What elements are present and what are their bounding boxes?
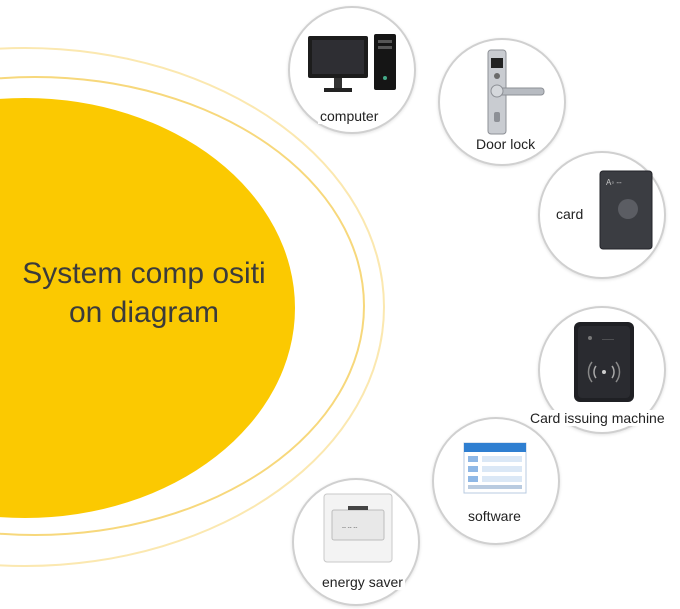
door-lock-icon (487, 49, 545, 135)
diagram-title: System comp osition diagram (22, 257, 266, 329)
software-icon (463, 442, 527, 494)
label-computer: computer (318, 108, 381, 124)
label-card-issuing-machine: Card issuing machine (528, 410, 667, 426)
card-icon: A◦ -- (599, 170, 653, 250)
card-reader-icon: ------ (574, 322, 634, 402)
label-software: software (466, 508, 523, 524)
label-door-lock: Door lock (474, 136, 538, 152)
node-card: A◦ -- (538, 151, 666, 279)
computer-icon (308, 34, 396, 92)
svg-text:-- -- --: -- -- -- (342, 525, 357, 531)
svg-text:------: ------ (602, 337, 614, 343)
energy-saver-icon: -- -- -- (323, 493, 393, 563)
label-card: card (554, 206, 586, 222)
node-computer (288, 6, 416, 134)
label-energy-saver: energy saver (320, 574, 405, 590)
svg-text:A◦ --: A◦ -- (606, 178, 622, 187)
node-software (432, 417, 560, 545)
node-energy-saver: -- -- -- (292, 478, 420, 606)
